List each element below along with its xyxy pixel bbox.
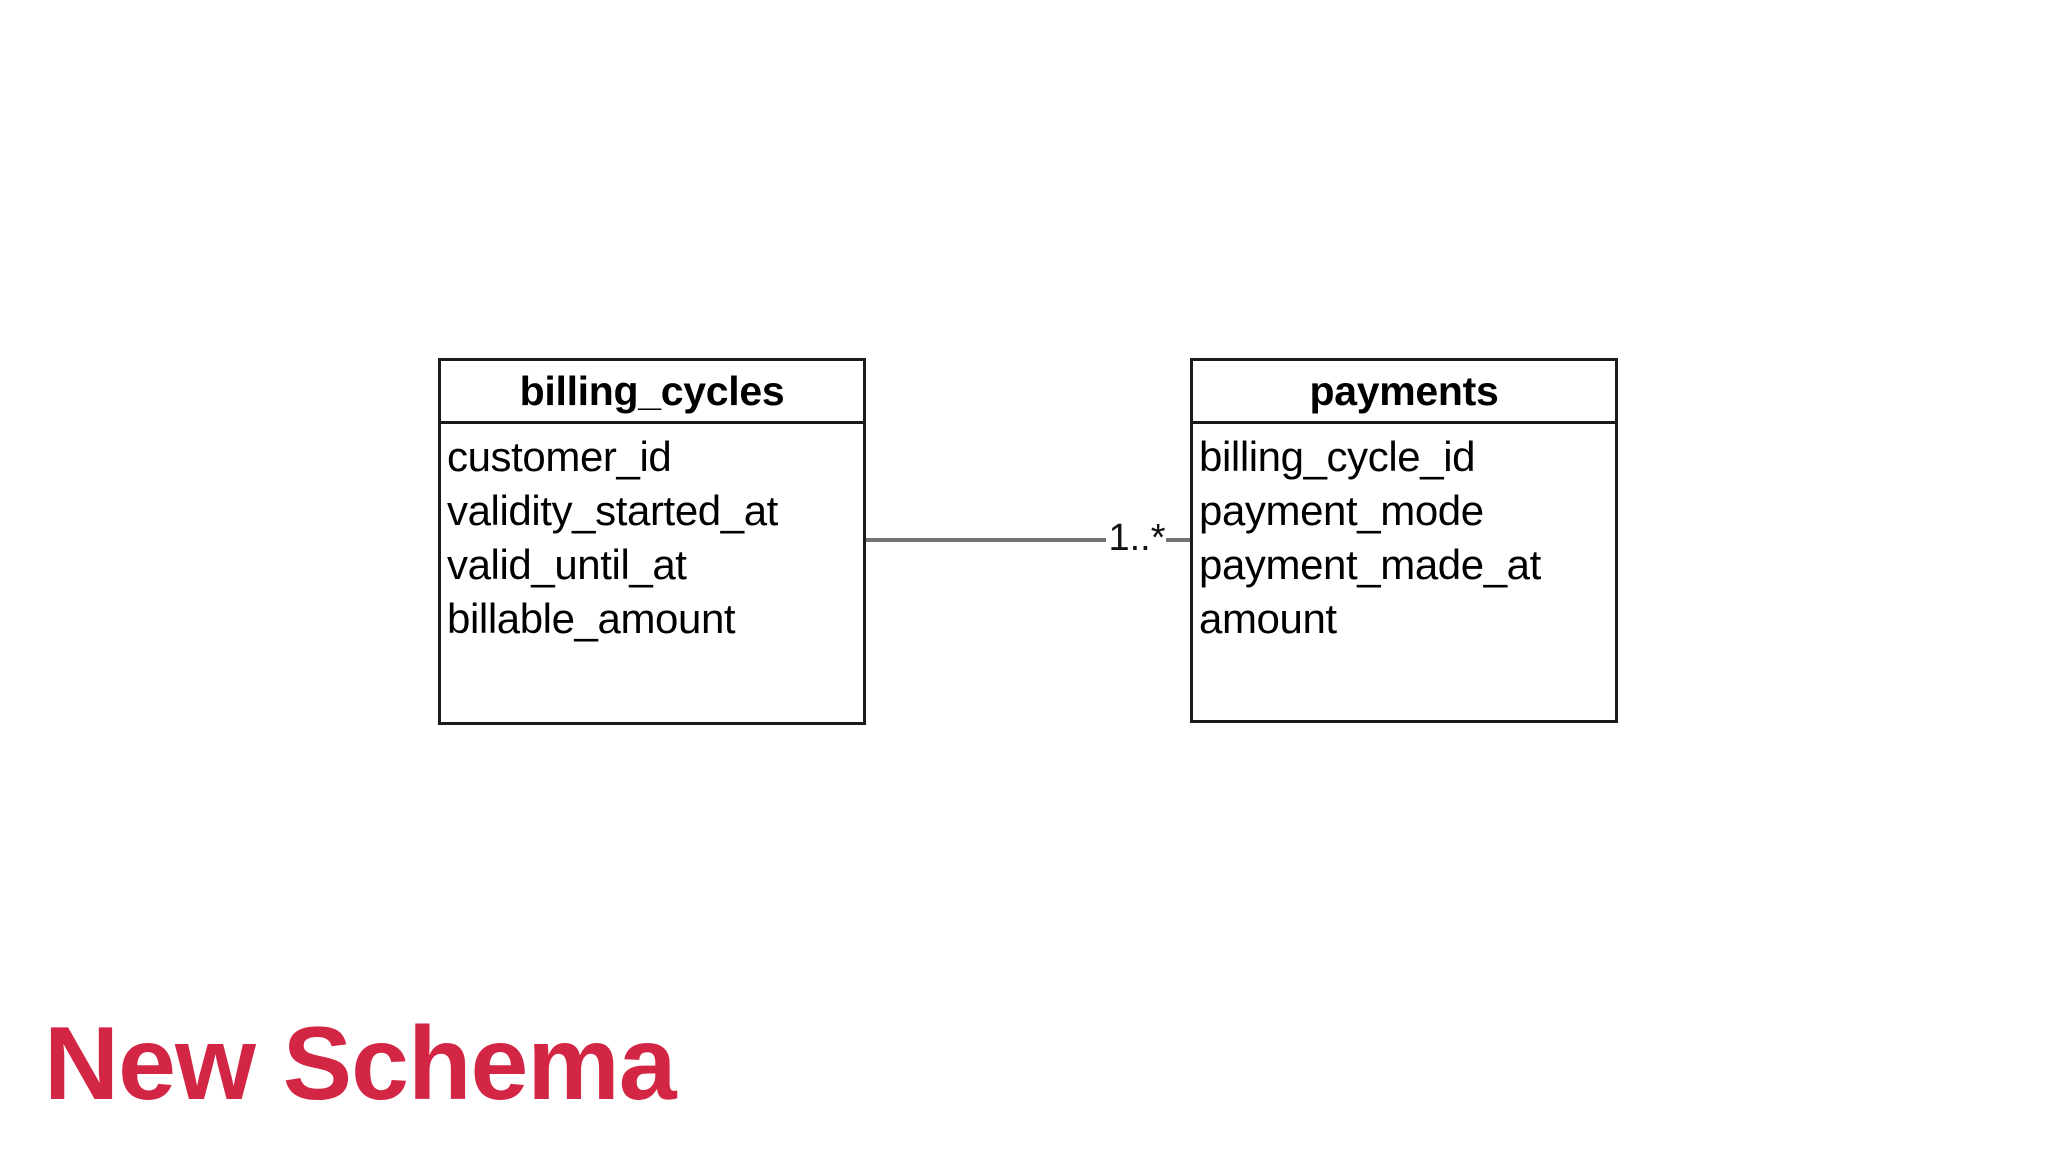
entity-header-payments: payments — [1193, 361, 1615, 424]
entity-title-payments: payments — [1309, 367, 1499, 414]
entity-field: customer_id — [447, 433, 672, 480]
entity-header-billing-cycles: billing_cycles — [441, 361, 863, 424]
entity-field: valid_until_at — [447, 541, 687, 588]
entity-field-list-billing-cycles: customer_id validity_started_at valid_un… — [441, 424, 863, 722]
entity-field: billable_amount — [447, 595, 736, 642]
entity-box-billing-cycles[interactable]: billing_cycles customer_id validity_star… — [438, 358, 866, 725]
relationship-connector-line — [866, 538, 1106, 542]
relationship-connector-line-end — [1166, 538, 1192, 542]
entity-box-payments[interactable]: payments billing_cycle_id payment_mode p… — [1190, 358, 1618, 723]
slide-title: New Schema — [44, 1006, 677, 1122]
entity-title-billing-cycles: billing_cycles — [519, 367, 785, 414]
relationship-multiplicity-label: 1..* — [1108, 517, 1166, 559]
entity-field: payment_mode — [1199, 487, 1484, 534]
entity-field: amount — [1199, 595, 1337, 642]
entity-field: billing_cycle_id — [1199, 433, 1476, 480]
entity-field: payment_made_at — [1199, 541, 1541, 588]
entity-field: validity_started_at — [447, 487, 778, 534]
entity-field-list-payments: billing_cycle_id payment_mode payment_ma… — [1193, 424, 1615, 720]
